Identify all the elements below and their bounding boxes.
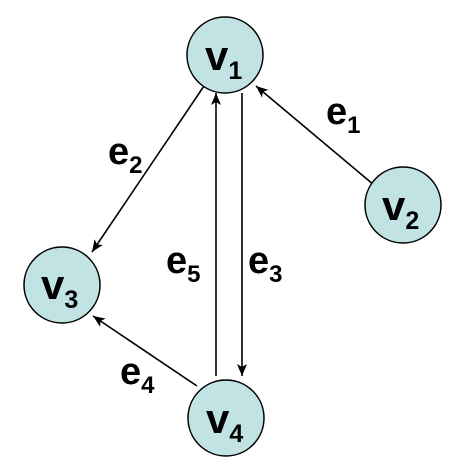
edge-label-e1: e1 [326,91,361,139]
edge-e1-arrow [255,85,375,186]
node-v3-circle [23,246,101,324]
nodes: v1 v2 v3 v4 [23,16,442,457]
edge-label-e2: e2 [108,131,143,179]
node-v3-label: v3 [41,261,78,314]
edge-e2-arrow [91,85,205,253]
edge-labels: e1 e2 e3 e4 e5 [108,91,361,399]
edge-label-e3: e3 [248,240,283,288]
edge-label-e5: e5 [166,240,201,288]
node-v4: v4 [187,379,265,457]
node-v2-label: v2 [382,182,419,235]
edge-e4-arrow [92,315,198,387]
node-v4-circle [187,379,265,457]
node-v1-label: v1 [205,32,242,85]
node-v3: v3 [23,246,101,324]
node-v1: v1 [186,16,264,94]
edges [91,85,375,387]
node-v2-circle [364,166,442,244]
node-v4-label: v4 [206,395,243,448]
edge-label-e4: e4 [120,351,155,399]
node-v1-circle [186,16,264,94]
node-v2: v2 [364,166,442,244]
